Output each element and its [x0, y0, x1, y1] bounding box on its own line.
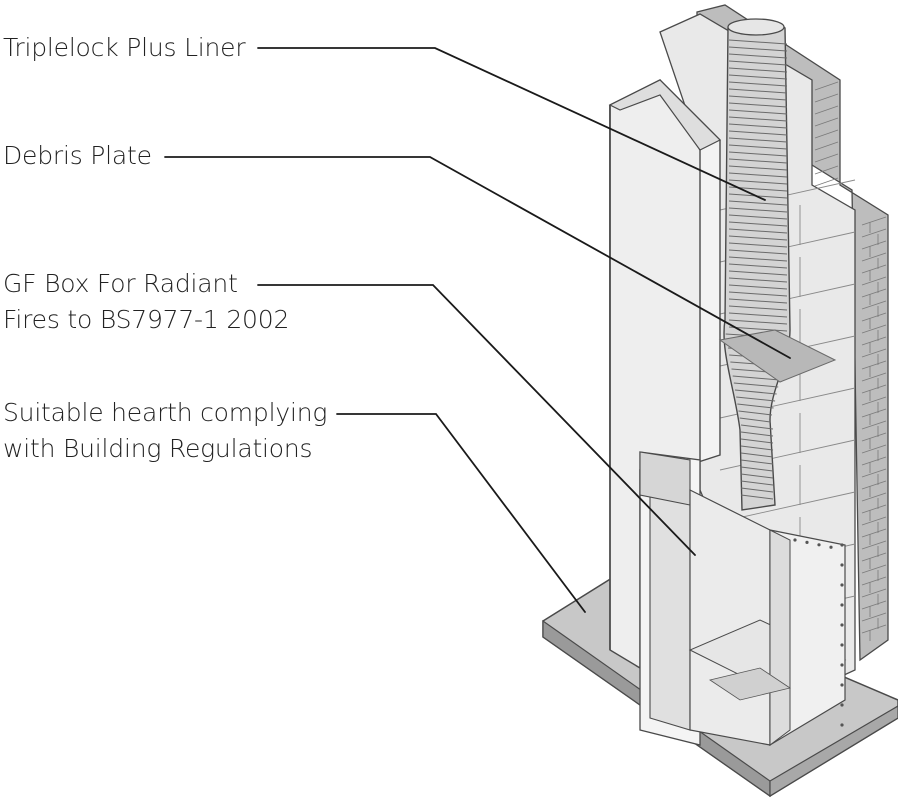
label-liner: Triplelock Plus Liner	[3, 30, 246, 66]
gf-box	[639, 451, 847, 747]
label-debris-plate: Debris Plate	[3, 138, 152, 174]
leader-liner	[257, 47, 766, 201]
flue-liner	[723, 18, 791, 511]
chimney-breast	[608, 79, 722, 670]
label-debris-plate-line-1: Debris Plate	[3, 141, 152, 170]
label-hearth: Suitable hearth complying with Building …	[3, 395, 327, 467]
label-gf-box-line-2: Fires to BS7977-1 2002	[3, 305, 290, 334]
label-hearth-line-1: Suitable hearth complying	[3, 398, 328, 427]
label-liner-line-1: Triplelock Plus Liner	[3, 33, 246, 62]
label-hearth-line-2: with Building Regulations	[3, 434, 313, 463]
leader-debris-plate	[164, 156, 791, 359]
label-gf-box-line-1: GF Box For Radiant	[3, 269, 238, 298]
label-gf-box: GF Box For Radiant Fires to BS7977-1 200…	[3, 266, 289, 338]
leader-gf-box	[257, 284, 696, 556]
leader-hearth	[336, 413, 586, 613]
debris-plate	[718, 329, 837, 383]
